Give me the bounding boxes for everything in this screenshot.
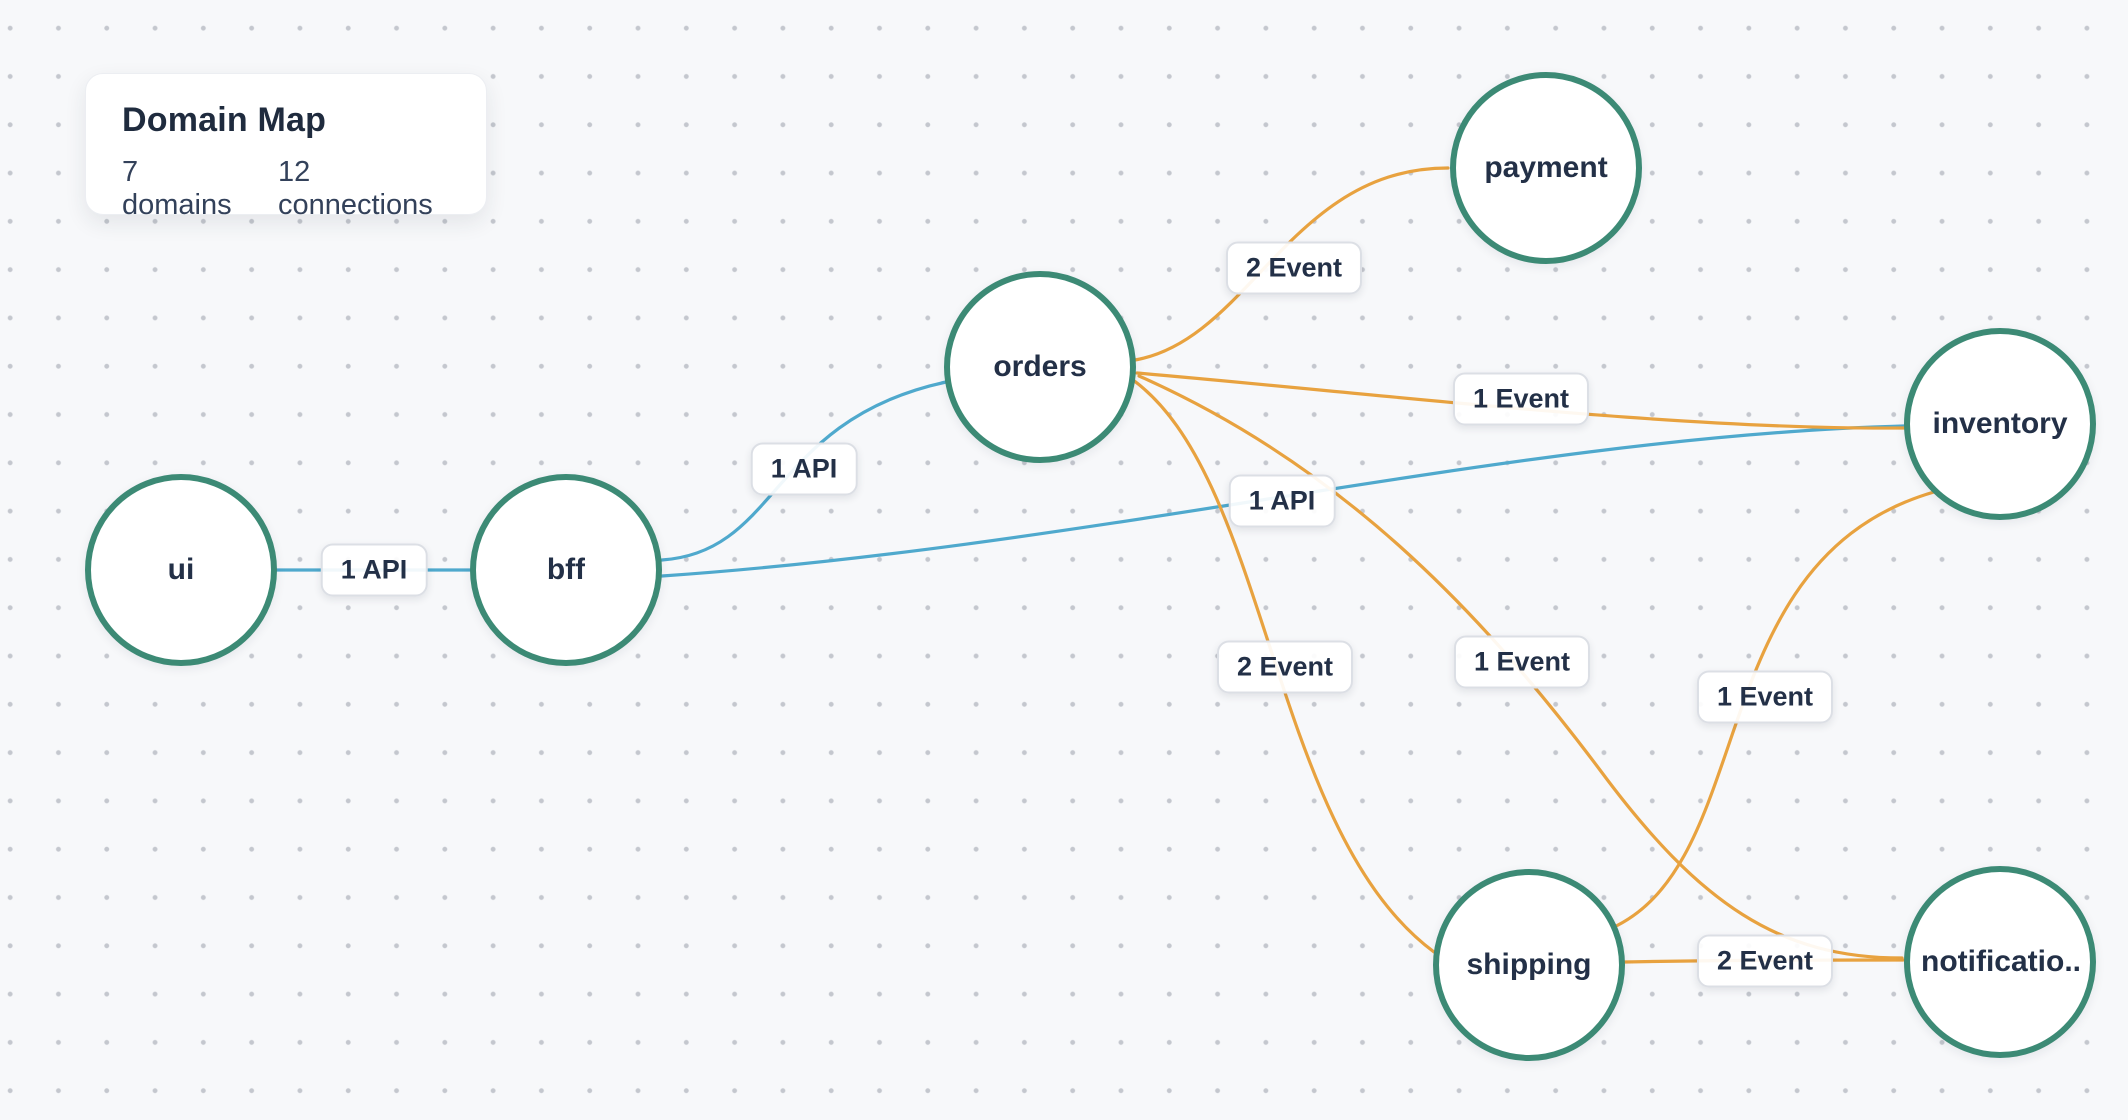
- domain-node-payment[interactable]: payment: [1450, 72, 1642, 264]
- edge-label-orders-payment[interactable]: 2 Event: [1225, 241, 1363, 295]
- edge-label-shipping-notifications[interactable]: 2 Event: [1696, 934, 1834, 988]
- connections-count: 12 connections: [277, 156, 433, 221]
- edge-label-orders-notifications[interactable]: 1 Event: [1453, 635, 1591, 689]
- domain-node-shipping[interactable]: shipping: [1433, 869, 1625, 1061]
- edge-label-bff-orders[interactable]: 1 API: [750, 442, 858, 496]
- info-card: Domain Map 7 domains 12 connections: [85, 73, 487, 221]
- edge-label-orders-inventory[interactable]: 1 Event: [1452, 372, 1590, 426]
- domain-node-notifications[interactable]: notificatio...: [1904, 866, 2096, 1058]
- domain-node-label: orders: [993, 350, 1087, 383]
- domain-node-label: inventory: [1932, 407, 2068, 440]
- domain-node-ui[interactable]: ui: [85, 474, 277, 666]
- domain-node-label: notificatio...: [1921, 945, 2079, 978]
- edge-label-bff-inventory[interactable]: 1 API: [1228, 474, 1336, 528]
- domain-node-inventory[interactable]: inventory: [1904, 328, 2096, 520]
- domains-count: 7 domains: [122, 156, 232, 221]
- map-stats: 7 domains 12 connections: [122, 156, 450, 222]
- domain-node-label: shipping: [1466, 948, 1592, 981]
- edge-label-shipping-inventory[interactable]: 1 Event: [1696, 670, 1834, 724]
- edge-label-ui-bff[interactable]: 1 API: [320, 543, 428, 597]
- map-title: Domain Map: [122, 101, 327, 139]
- domain-node-bff[interactable]: bff: [470, 474, 662, 666]
- domain-node-orders[interactable]: orders: [944, 271, 1136, 463]
- domain-node-label: payment: [1484, 151, 1608, 184]
- domain-node-label: bff: [546, 553, 586, 586]
- edge-label-orders-shipping[interactable]: 2 Event: [1216, 640, 1354, 694]
- domain-node-label: ui: [167, 553, 195, 586]
